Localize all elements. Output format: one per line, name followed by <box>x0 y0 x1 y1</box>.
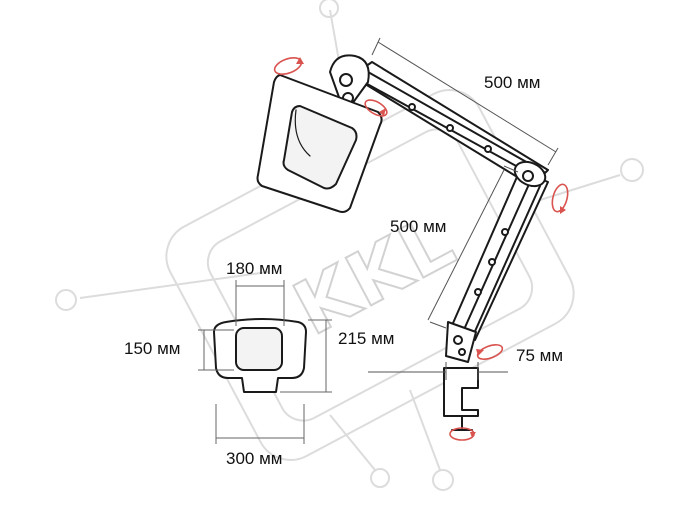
dimension-label-head-top-width: 180 мм <box>226 259 282 278</box>
rotate-icon <box>364 99 388 117</box>
magnifier-head-front-view <box>198 280 332 444</box>
rotate-icon <box>551 183 569 214</box>
dimension-label-lower-arm: 500 мм <box>390 217 446 236</box>
dimension-label-clamp-offset: 75 мм <box>516 346 563 365</box>
dimension-label-upper-arm: 500 мм <box>484 73 540 92</box>
rotate-icon <box>273 57 304 75</box>
dimension-label-head-inner-height: 150 мм <box>124 339 180 358</box>
rotation-arrows <box>273 57 569 441</box>
magnifier-head-perspective <box>256 74 383 213</box>
elbow-joint <box>513 160 547 188</box>
clamp-base <box>443 321 479 431</box>
upper-arm <box>351 61 549 187</box>
dimension-lines <box>368 37 559 380</box>
rotate-icon <box>476 344 504 360</box>
rotate-icon <box>449 427 476 441</box>
head-front-lens <box>235 327 283 371</box>
lower-arm <box>449 169 549 341</box>
dimension-label-head-total-height: 215 мм <box>338 329 394 348</box>
lamp-drawing <box>256 54 549 431</box>
dimension-label-head-total-width: 300 мм <box>226 449 282 468</box>
head-joint <box>329 54 370 105</box>
